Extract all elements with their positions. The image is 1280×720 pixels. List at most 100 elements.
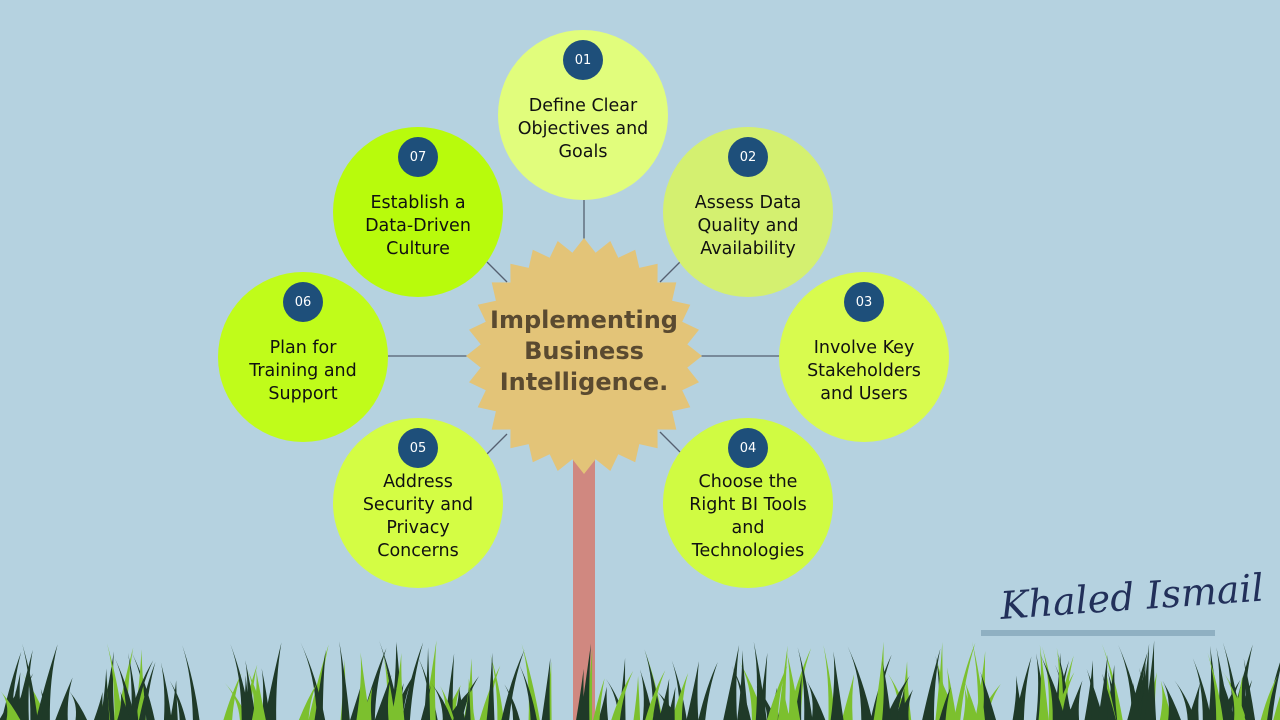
grass-blade	[793, 675, 802, 720]
grass-blade	[946, 667, 957, 720]
grass-blade	[1140, 643, 1150, 720]
grass-blade	[1038, 644, 1049, 720]
step-node-02: 02 Assess Data Quality and Availability	[663, 127, 833, 297]
grass-blade	[797, 647, 813, 720]
grass-blade	[1243, 658, 1256, 720]
grass-blade	[698, 662, 718, 720]
signature-underline	[981, 630, 1215, 636]
step-node-01: 01 Define Clear Objectives and Goals	[498, 30, 668, 200]
grass-blade	[360, 687, 373, 720]
grass-blade	[777, 645, 788, 720]
connector-05	[486, 433, 508, 455]
grass-blade	[1207, 652, 1224, 720]
grass-blade	[1039, 653, 1066, 720]
grass-blade	[169, 680, 186, 720]
grass-blade	[671, 660, 687, 720]
grass-blade	[618, 657, 626, 720]
grass-blade	[114, 658, 136, 720]
grass-blade	[975, 651, 987, 720]
grass-blade	[93, 691, 104, 720]
grass-blade	[953, 642, 976, 720]
step-label: Define Clear Objectives and Goals	[517, 95, 649, 162]
grass-blade	[300, 642, 326, 720]
grass-blade	[521, 643, 540, 720]
connector-02	[659, 261, 681, 283]
grass-blade	[1058, 652, 1072, 720]
grass-blade	[22, 643, 38, 720]
grass-blade	[490, 654, 504, 720]
step-number-badge: 01	[563, 40, 603, 80]
grass-blade	[882, 660, 892, 720]
grass-blade	[501, 649, 525, 720]
grass-blade	[1273, 695, 1280, 720]
grass-blade	[963, 686, 973, 720]
grass-blade	[401, 642, 424, 720]
grass-blade	[939, 686, 951, 720]
grass-blade	[1097, 654, 1108, 720]
grass-blade	[545, 661, 552, 720]
grass-blade	[298, 683, 317, 720]
grass-blade	[841, 674, 855, 720]
grass-blade	[223, 673, 242, 720]
center-starburst	[466, 238, 702, 474]
grass-blade	[230, 643, 251, 720]
grass-blade	[922, 648, 941, 720]
grass-blade	[138, 662, 156, 720]
grass-blade	[786, 650, 801, 720]
step-label: Establish a Data-Driven Culture	[365, 192, 471, 259]
grass-blade	[873, 641, 887, 720]
grass-blade	[486, 652, 495, 720]
step-node-05: 05 Address Security and Privacy Concerns	[333, 418, 503, 588]
grass-blade	[182, 645, 200, 720]
step-label: Plan for Training and Support	[249, 337, 357, 404]
step-label: Choose the Right BI Tools and Technologi…	[689, 472, 807, 561]
step-number-badge: 07	[398, 137, 438, 177]
connector-lines	[388, 200, 780, 455]
grass-blade	[251, 669, 266, 720]
grass-blade	[383, 655, 396, 720]
grass-blade	[245, 660, 256, 720]
grass-blade	[430, 682, 452, 720]
grass-blade	[598, 686, 608, 720]
grass-blade	[1187, 682, 1201, 720]
grass-blade	[753, 641, 767, 720]
grass-blade	[611, 670, 634, 720]
grass-blade	[580, 643, 591, 720]
step-number-badge: 05	[398, 428, 438, 468]
grass-blade	[264, 642, 282, 720]
grass-blade	[723, 644, 740, 720]
grass-blade	[464, 686, 471, 720]
grass-blade	[40, 688, 49, 720]
grass-blade	[117, 691, 131, 720]
grass-blade	[830, 651, 844, 720]
grass-blade	[453, 686, 466, 720]
grass-blade	[504, 684, 520, 720]
grass-blade	[55, 677, 73, 720]
grass-blade	[69, 691, 88, 720]
step-node-04: 04 Choose the Right BI Tools and Technol…	[663, 418, 833, 588]
flower-stem	[573, 440, 595, 720]
grass-blade	[633, 676, 641, 720]
step-node-07: 07 Establish a Data-Driven Culture	[333, 127, 503, 297]
grass-blade	[356, 652, 371, 720]
grass-blade	[1127, 682, 1141, 720]
grass-blade	[518, 663, 537, 720]
step-node-06: 06 Plan for Training and Support	[218, 272, 388, 442]
step-label: Address Security and Privacy Concerns	[362, 472, 474, 561]
step-number-badge: 03	[844, 282, 884, 322]
grass-blade	[644, 649, 662, 720]
grass-blade	[339, 641, 350, 720]
grass-blade	[107, 643, 123, 720]
grass-blade	[823, 644, 836, 720]
grass-blade	[731, 665, 751, 720]
grass-blade	[585, 648, 593, 720]
grass-blade	[374, 674, 392, 720]
grass-blade	[1226, 677, 1246, 720]
grass-blade	[170, 680, 178, 720]
grass-blade	[847, 646, 873, 720]
grass-blade	[440, 685, 455, 720]
grass-blade	[1192, 658, 1212, 720]
connector-07	[486, 261, 508, 283]
grass-blade	[423, 640, 437, 720]
grass-blade	[1174, 680, 1196, 720]
